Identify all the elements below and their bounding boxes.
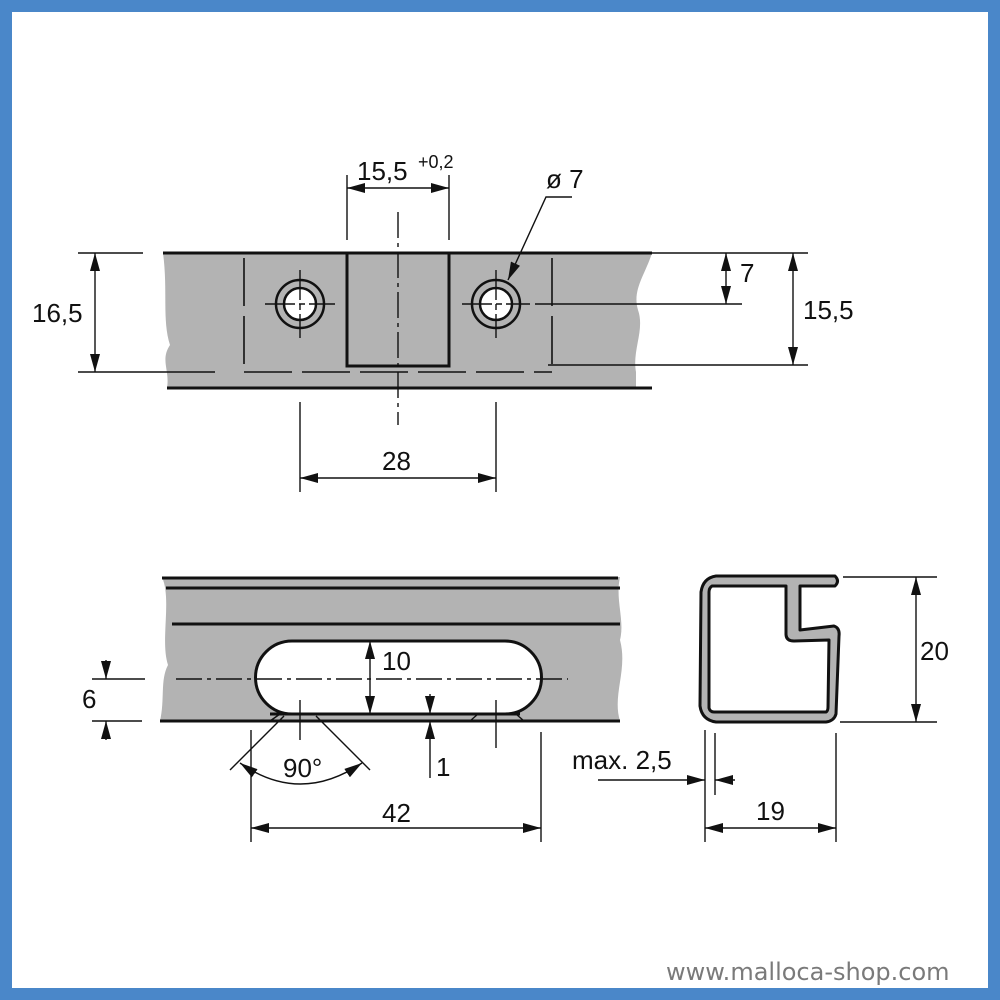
dim-chamfer-angle: 90° (283, 753, 322, 783)
dim-wall-thickness: max. 2,5 (572, 745, 672, 775)
dim-profile-width: 19 (756, 796, 785, 826)
mounting-hole-left (265, 270, 335, 338)
profile-section: 20 max. 2,5 19 (572, 574, 949, 842)
watermark-url: www.malloca-shop.com (666, 958, 950, 986)
dim-height-left: 16,5 (32, 298, 83, 328)
dim-profile-height: 20 (920, 636, 949, 666)
dim-slot-height: 10 (382, 646, 411, 676)
dim-hole-diameter: ø 7 (546, 164, 584, 194)
dim-lip: 1 (436, 752, 450, 782)
dim-slot-length: 42 (382, 798, 411, 828)
dim-slot-tolerance: +0,2 (418, 152, 454, 172)
dim-hole-offset: 7 (740, 258, 754, 288)
dim-slot-width: 15,5 (357, 156, 408, 186)
dim-height-right: 15,5 (803, 295, 854, 325)
side-view: 6 10 1 90° 42 (82, 576, 623, 842)
dim-offset-six: 6 (82, 684, 96, 714)
mounting-hole-right (462, 270, 530, 338)
top-view: 15,5 +0,2 ø 7 16,5 7 15,5 28 (32, 152, 854, 492)
dim-hole-spacing: 28 (382, 446, 411, 476)
